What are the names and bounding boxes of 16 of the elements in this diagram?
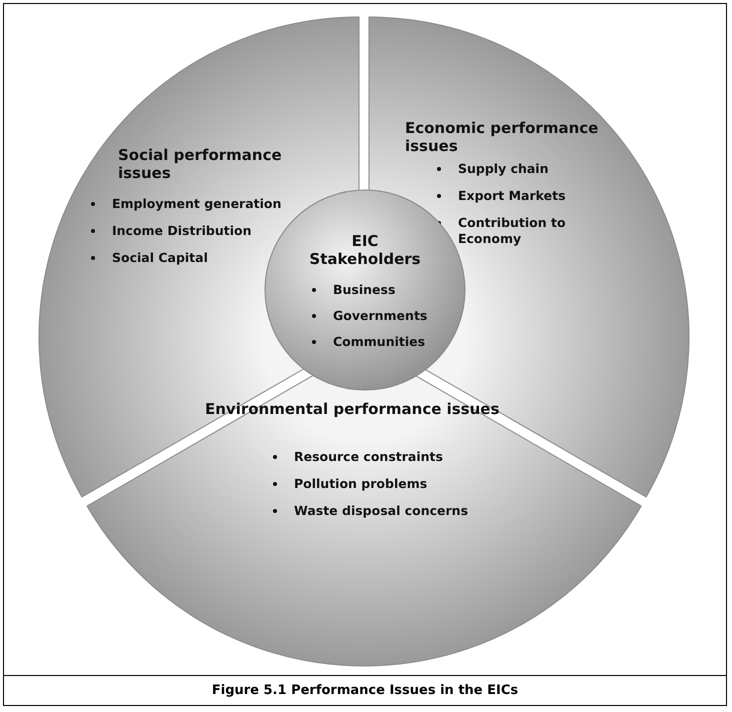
- bullet-item: Governments: [309, 308, 428, 324]
- bullet-item: Income Distribution: [88, 223, 252, 239]
- bullet-item: Communities: [309, 334, 426, 350]
- bullet-item: Pollution problems: [270, 476, 428, 492]
- bullet-item: Employment generation: [88, 196, 282, 212]
- section-heading: Economic performance issues: [404, 119, 600, 155]
- bullet-item: Business: [309, 282, 396, 298]
- figure-caption: Figure 5.1 Performance Issues in the EICs: [212, 683, 518, 698]
- bullet-item: Supply chain: [434, 161, 548, 177]
- section-heading: Social performance issues: [118, 146, 283, 182]
- bullet-item: Social Capital: [88, 250, 208, 266]
- section-heading: Environmental performance issues: [204, 400, 500, 418]
- bullet-item: Export Markets: [434, 188, 566, 204]
- bullet-item: Waste disposal concerns: [270, 503, 468, 519]
- bullet-item: Resource constraints: [270, 449, 443, 465]
- section-heading: EIC Stakeholders: [308, 232, 422, 268]
